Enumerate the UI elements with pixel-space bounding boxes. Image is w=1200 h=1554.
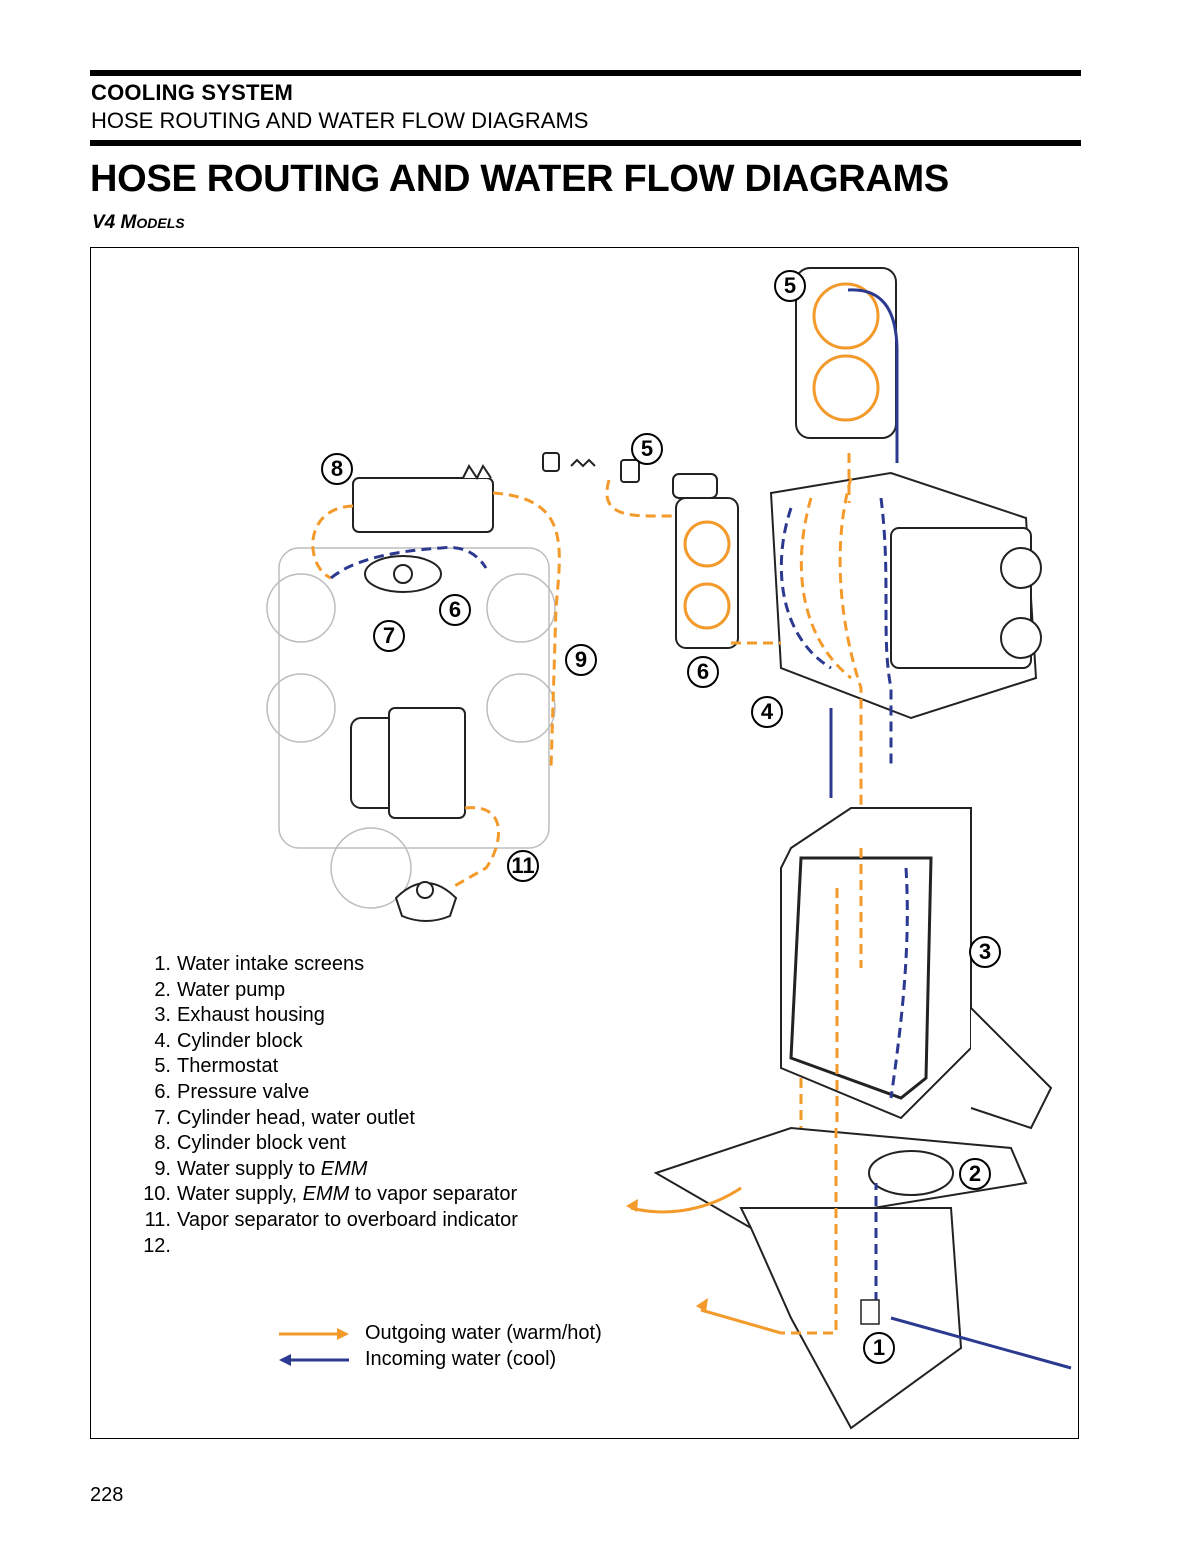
callout-7: 6 [687, 656, 719, 688]
upper-cylinder-head [795, 267, 897, 439]
block-flow-paths [731, 453, 893, 808]
legend-item: 2.Water pump [154, 978, 286, 1001]
callout-4: 4 [751, 696, 783, 728]
vapor-separator [350, 707, 466, 819]
gearcase [653, 1126, 1028, 1430]
legend-item: 11.Vapor separator to overboard indicato… [144, 1208, 518, 1231]
model-heading-rest: ODELS [136, 215, 185, 231]
vent-flow-path [330, 545, 488, 580]
pressure-valve [364, 555, 442, 593]
exhaust-housing [780, 807, 1053, 1130]
legend-item: 12. [143, 1234, 171, 1257]
discharge-arrowhead [696, 1298, 708, 1312]
blue-arrow-icon [279, 1353, 349, 1366]
callout-2: 2 [959, 1158, 991, 1190]
engine-block-ghost [266, 547, 556, 909]
legend-item: 6.Pressure valve [154, 1080, 310, 1103]
exhaust-relief-flow [781, 1128, 838, 1335]
callout-11: 11 [507, 850, 539, 882]
hose-11-vapor-separator-to-indicator [450, 806, 501, 890]
header-bottom-rule [90, 140, 1081, 146]
legend-item: 8.Cylinder block vent [154, 1132, 346, 1155]
flow-key-incoming-label: Incoming water (cool) [365, 1348, 557, 1370]
idle-relief-discharge [630, 1186, 742, 1214]
flow-key-outgoing: Outgoing water (warm/hot) [277, 1322, 602, 1345]
running-header-subsection: HOSE ROUTING AND WATER FLOW DIAGRAMS [91, 108, 589, 133]
flow-key-outgoing-label: Outgoing water (warm/hot) [365, 1322, 602, 1344]
cylinder-head-water-outlet [675, 497, 739, 649]
parts-legend: 1.Water intake screens 2.Water pump 3.Ex… [137, 952, 518, 1259]
outgoing-discharge-line [700, 1308, 782, 1335]
callout-5-upper: 5 [774, 270, 806, 302]
model-heading-prefix: V4 M [92, 212, 137, 233]
page-title: HOSE ROUTING AND WATER FLOW DIAGRAMS [90, 158, 949, 200]
legend-item: 9.Water supply to EMM [154, 1157, 368, 1180]
callout-3: 3 [969, 936, 1001, 968]
overboard-indicator [394, 881, 458, 922]
page-number: 228 [90, 1484, 124, 1506]
flow-key-incoming: Incoming water (cool) [277, 1348, 556, 1371]
legend-item: 3.Exhaust housing [154, 1004, 325, 1027]
callout-5-lower: 5 [631, 433, 663, 465]
engine-illustration [266, 267, 1072, 1430]
intake-incoming-line [890, 1316, 1072, 1370]
thermostat-flow [605, 479, 676, 518]
legend-item: 5.Thermostat [154, 1055, 279, 1078]
callout-10: 9 [565, 644, 597, 676]
legend-item: 1.Water intake screens [154, 953, 365, 975]
callout-9: 8 [321, 453, 353, 485]
hose-9-water-supply-to-emm [311, 504, 354, 580]
model-heading: V4 MODELS [92, 212, 185, 234]
callout-8: 7 [373, 620, 405, 652]
thermostat-assembly [542, 452, 718, 499]
legend-item: 10.Water supply, EMM to vapor separator [143, 1183, 518, 1206]
legend-item: 7.Cylinder head, water outlet [154, 1106, 415, 1129]
water-intake-screen [860, 1299, 880, 1325]
head-incoming-flow [847, 288, 899, 463]
callout-1: 1 [863, 1332, 895, 1364]
orange-arrow-icon [279, 1327, 349, 1340]
legend-item: 4.Cylinder block [154, 1029, 303, 1052]
cylinder-block [769, 471, 1042, 720]
header-top-rule [90, 70, 1081, 76]
hose-10-emm-to-vapor-separator [492, 491, 561, 769]
exhaust-flow-paths [799, 848, 909, 1128]
idle-relief-arrowhead [626, 1199, 638, 1212]
emm-module [352, 464, 494, 533]
running-header-section: COOLING SYSTEM [91, 80, 294, 105]
water-flow-figure: 5 5 8 6 7 9 6 4 11 3 2 1 1.Water intake … [90, 247, 1079, 1439]
callout-6: 6 [439, 594, 471, 626]
